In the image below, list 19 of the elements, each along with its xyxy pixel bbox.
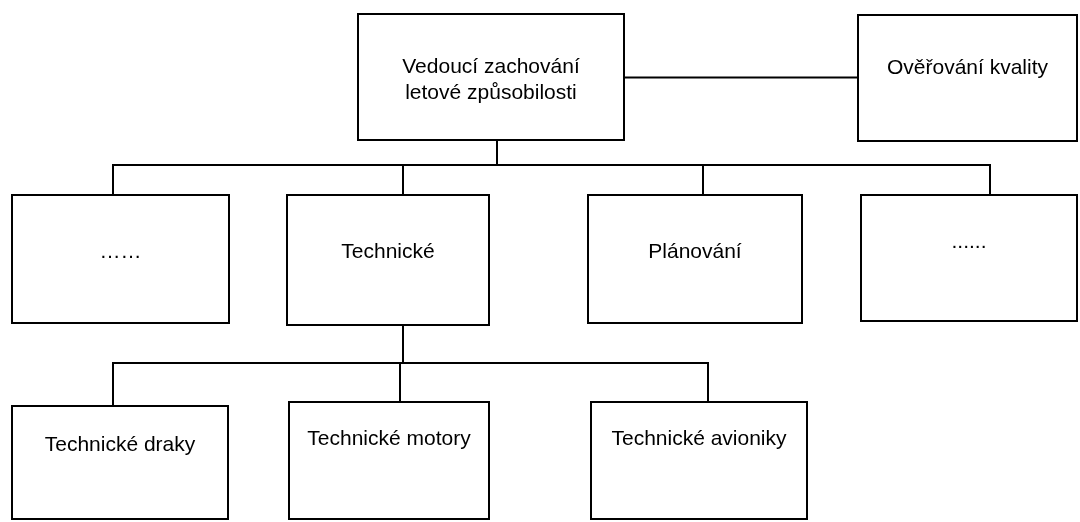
org-box: [860, 194, 1078, 322]
box-label: Plánování: [648, 238, 742, 264]
box-label: Vedoucí zachování letové způsobilosti: [401, 53, 581, 105]
box-label: Technické: [341, 238, 435, 264]
box-label: Technické draky: [44, 431, 196, 457]
org-box: [357, 13, 625, 141]
org-box: [11, 405, 229, 520]
org-box: [587, 194, 803, 324]
org-box: [11, 194, 230, 324]
box-label: ……: [99, 238, 142, 264]
org-box: [288, 401, 490, 520]
org-box: [590, 401, 808, 520]
connector-line: [624, 76, 858, 79]
box-label: Ověřování kvality: [886, 54, 1049, 80]
box-label: ......: [951, 228, 987, 254]
org-box: [857, 14, 1078, 142]
box-label: Technické motory: [307, 425, 471, 451]
box-label: Technické avioniky: [611, 425, 787, 451]
org-box: [286, 194, 490, 326]
